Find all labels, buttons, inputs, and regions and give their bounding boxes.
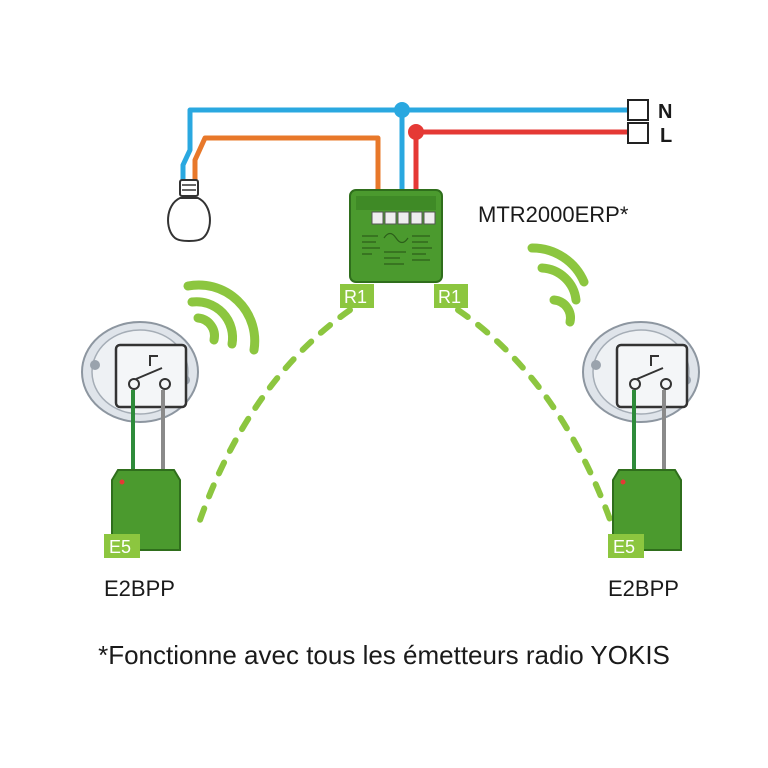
radio-waves-icon <box>183 280 260 355</box>
svg-text:E5: E5 <box>613 537 635 557</box>
terminal-live <box>627 122 649 144</box>
light-bulb-icon <box>167 179 211 242</box>
terminal-neutral <box>627 99 649 121</box>
live-wire <box>413 129 630 205</box>
neutral-junction <box>394 102 410 118</box>
terminal-live-label: L <box>660 125 672 147</box>
transmitter-left-model: E2BPP <box>104 576 175 601</box>
radio-link-right <box>455 307 615 528</box>
channel-badge-receiver-right: R1 <box>434 284 468 308</box>
compatibility-footnote: *Fonctionne avec tous les émetteurs radi… <box>98 640 670 670</box>
switched-wire <box>192 135 381 205</box>
neutral-wire <box>180 107 630 185</box>
transmitter-right-model: E2BPP <box>608 576 679 601</box>
svg-text:R1: R1 <box>344 287 367 307</box>
receiver-terminal-screws <box>371 211 436 225</box>
svg-text:E5: E5 <box>109 537 131 557</box>
push-button-switch-icon <box>615 343 689 409</box>
receiver-printed-markings <box>362 232 432 265</box>
radio-link-left <box>197 307 353 523</box>
channel-badge-transmitter-left: E5 <box>104 534 140 558</box>
wiring <box>180 102 630 205</box>
receiver-model-label: MTR2000ERP* <box>478 202 629 227</box>
channel-badge-receiver-left: R1 <box>340 284 374 308</box>
terminal-neutral-label: N <box>658 101 672 123</box>
push-button-switch-icon <box>114 343 188 409</box>
live-junction <box>408 124 424 140</box>
transmitter-module-right <box>612 469 682 551</box>
radio-waves-icon <box>527 243 589 327</box>
svg-text:R1: R1 <box>438 287 461 307</box>
receiver-module <box>349 189 443 283</box>
channel-badge-transmitter-right: E5 <box>608 534 644 558</box>
transmitter-module-left <box>111 469 181 551</box>
terminal-block: N L <box>627 99 672 147</box>
